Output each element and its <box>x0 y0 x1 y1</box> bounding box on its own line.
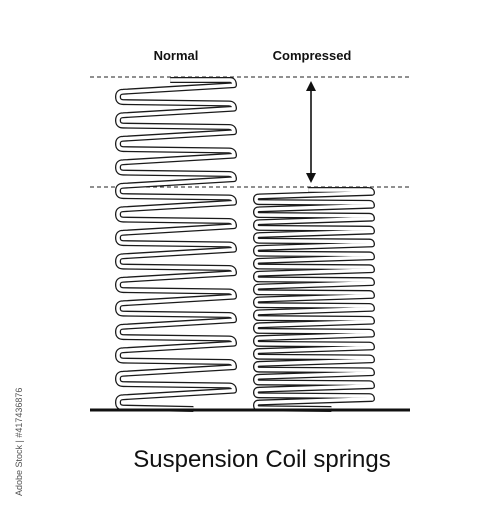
compressed-spring <box>253 187 375 412</box>
normal-spring <box>115 77 237 412</box>
stock-watermark: Adobe Stock | #417436876 <box>2 336 24 496</box>
spring-compressed-coil-inner <box>254 188 374 411</box>
spring-normal-coil-inner <box>116 78 236 411</box>
diagram-caption: Suspension Coil springs <box>133 446 390 473</box>
compressed-label: Compressed <box>273 48 352 63</box>
normal-label: Normal <box>154 48 199 63</box>
watermark-text: Adobe Stock | #417436876 <box>14 387 24 496</box>
